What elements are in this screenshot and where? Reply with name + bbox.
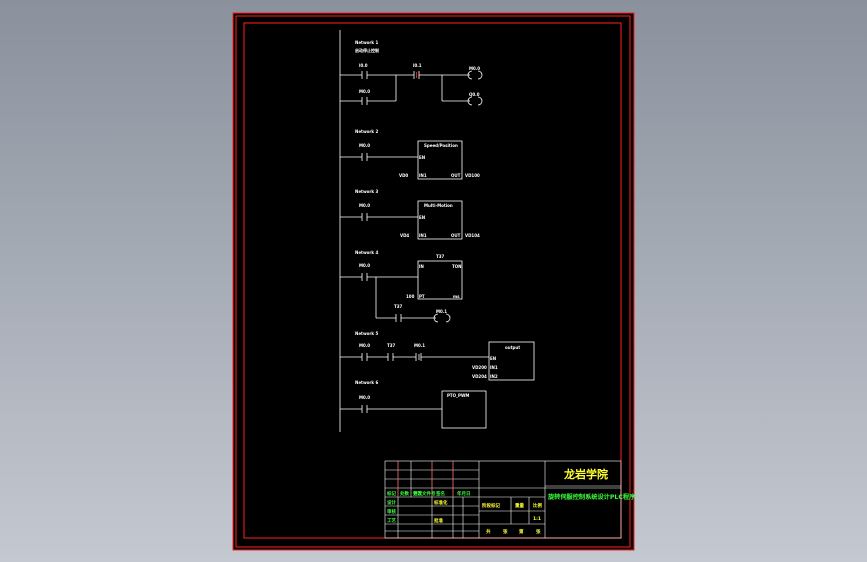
n3-out-label: OUT — [451, 233, 461, 238]
n2-in-value: VD0 — [399, 173, 408, 178]
n5-box-label: output — [505, 345, 520, 350]
drawing-sheet — [232, 12, 635, 551]
role-process: 工艺 — [387, 517, 396, 524]
role-review: 审核 — [387, 508, 396, 515]
n4-pt-value: 100 — [406, 294, 415, 299]
network-2-title: Network 2 — [355, 129, 378, 134]
n3-en-label: EN — [419, 215, 425, 220]
scale-value: 1:1 — [533, 516, 541, 522]
network-1-comment: 启动停止控制 — [355, 47, 379, 53]
n4-box-label: TON — [452, 264, 461, 269]
sheet-total-suffix: 张 — [503, 528, 508, 535]
header-count: 处数 — [399, 490, 409, 497]
role-standard: 标准化 — [433, 499, 448, 506]
stage-label: 阶段标记 — [482, 502, 500, 509]
sheet-index-suffix: 张 — [536, 528, 541, 535]
n1-contact1-label: I0.0 — [359, 63, 368, 68]
title-block — [384, 460, 622, 539]
n3-out-value: VD104 — [465, 233, 480, 238]
n2-function-box — [417, 140, 463, 180]
n4-pt-label: PT — [419, 294, 425, 299]
network-5-title: Network 5 — [355, 331, 378, 336]
drawing-title: 旋转伺服控制系统设计PLC程序 — [547, 493, 636, 501]
n1-coil2-label: Q0.0 — [469, 92, 480, 97]
n4-in-label: IN — [419, 264, 424, 269]
network-4-title: Network 4 — [355, 250, 378, 255]
header-sign: 签名 — [435, 490, 445, 497]
header-change-doc: 更改文件号 — [413, 490, 436, 497]
n3-box-label: Multi-Motion — [424, 203, 453, 208]
n5-in2-value: VD204 — [472, 374, 487, 379]
n1-coil1-label: M0.0 — [469, 66, 480, 71]
n2-en-label: EN — [419, 155, 425, 160]
n5-in1-label: IN1 — [490, 365, 498, 370]
n3-in-value: VD4 — [400, 233, 409, 238]
network-3-title: Network 3 — [355, 189, 378, 194]
n2-box-label: Speed/Position — [424, 143, 458, 148]
n1-contact3-label: I0.1 — [413, 63, 422, 68]
n4-t-contact-label: T37 — [394, 304, 403, 309]
n3-function-box — [417, 200, 463, 240]
role-design: 设计 — [387, 499, 396, 506]
outer-border — [235, 15, 631, 548]
weight-label: 重量 — [515, 502, 524, 509]
n3-contact-label: M0.0 — [359, 203, 370, 208]
n5-contact1-label: M0.0 — [359, 343, 370, 348]
n3-in-label: IN1 — [419, 233, 427, 238]
header-zone: 分区 — [413, 490, 422, 497]
scale-label: 比例 — [533, 502, 542, 509]
n5-function-box — [488, 341, 535, 381]
n4-timer-number: T37 — [436, 254, 445, 259]
n1-contact2-label: M0.0 — [359, 89, 370, 94]
n4-coil-label: M0.1 — [436, 309, 447, 314]
n2-out-value: VD100 — [465, 173, 480, 178]
sheet-total-prefix: 共 — [486, 528, 491, 535]
n6-box-label: PTO_PWM — [447, 393, 469, 398]
n5-in1-value: VD200 — [472, 365, 487, 370]
network-6-title: Network 6 — [355, 380, 378, 385]
n5-in2-label: IN2 — [490, 374, 498, 379]
n2-out-label: OUT — [451, 173, 461, 178]
n4-unit-label: ms — [453, 294, 460, 299]
n6-contact-label: M0.0 — [359, 395, 370, 400]
n4-contact-label: M0.0 — [359, 263, 370, 268]
header-date: 年月日 — [457, 490, 471, 497]
network-1-title: Network 1 — [355, 40, 378, 45]
school-name: 龙岩学院 — [563, 467, 608, 481]
n4-timer-box — [417, 260, 463, 300]
role-approve: 批准 — [434, 517, 443, 524]
n2-in-label: IN1 — [419, 173, 427, 178]
n5-contact3-label: M0.1 — [414, 343, 425, 348]
n6-function-box — [441, 390, 487, 429]
n5-en-label: EN — [490, 356, 496, 361]
header-mark: 标记 — [386, 490, 396, 497]
n5-contact2-label: T37 — [387, 343, 396, 348]
sheet-index-prefix: 第 — [519, 528, 524, 535]
n2-contact-label: M0.0 — [359, 143, 370, 148]
title-block-overlays — [397, 461, 454, 497]
ladder-diagram: Network 1 启动停止控制 I0.0 M0.0 I0.1 M0.0 Q0.… — [339, 30, 535, 432]
